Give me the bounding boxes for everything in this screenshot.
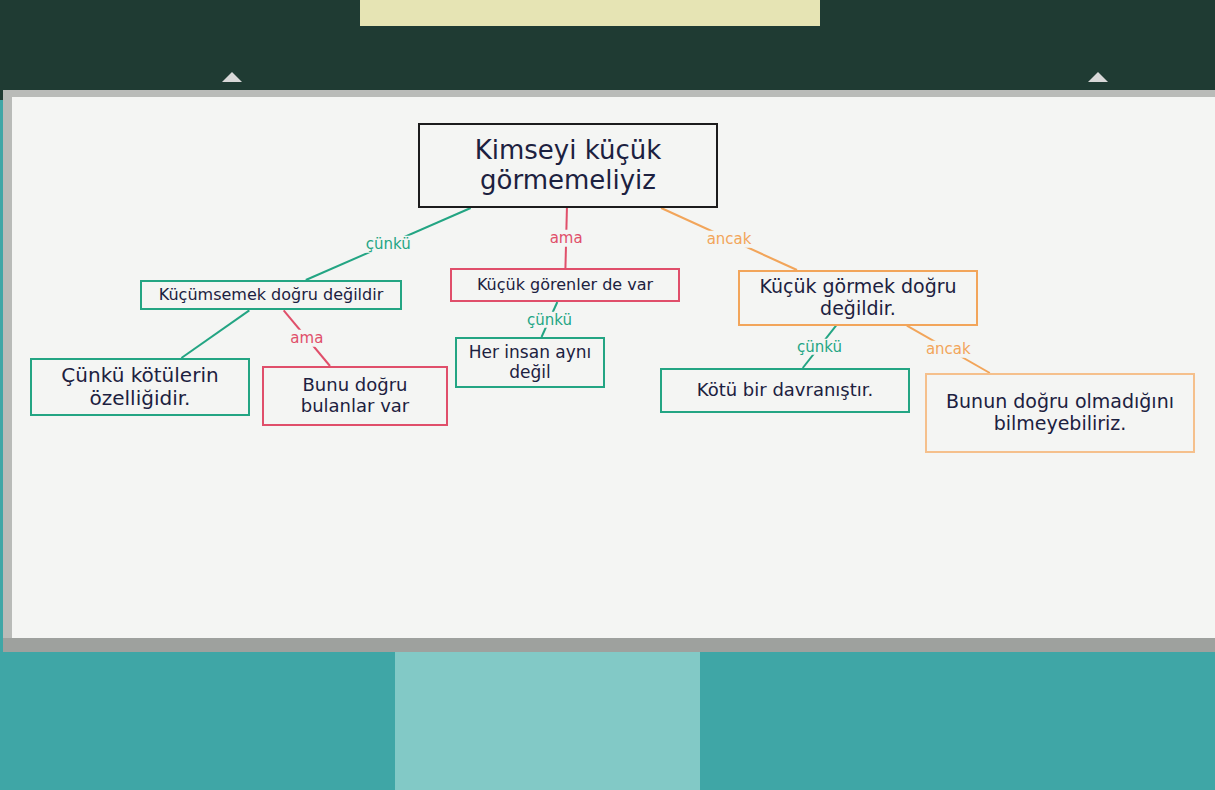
connector-label: ancak (704, 231, 755, 248)
whiteboard-frame (3, 90, 1215, 652)
node-text: Küçümsemek doğru değildir (159, 286, 383, 304)
connector-label: ancak (923, 341, 974, 358)
connector-label: çünkü (524, 311, 575, 328)
node-text: Her insan aynı değil (465, 343, 595, 382)
wall-panel (395, 652, 700, 790)
exception-box: Küçük görmek doğru değildir. (738, 270, 978, 326)
reason-box: Kötü bir davranıştır. (660, 368, 910, 413)
wall (0, 640, 1215, 790)
connector-line (181, 310, 249, 358)
reason-box: Çünkü kötülerin özelliğidir. (30, 358, 250, 416)
connector-line (284, 310, 330, 366)
connector-line (565, 208, 567, 268)
connector-label: ama (287, 330, 326, 347)
chalkboard (0, 0, 1215, 100)
connector-line (803, 326, 836, 368)
magnet (222, 72, 242, 82)
reason-box: Küçümsemek doğru değildir (140, 280, 402, 310)
paper-sheet (360, 0, 820, 26)
node-text: Kimseyi küçük görmemeliyiz (428, 136, 708, 196)
connector-line (542, 302, 558, 337)
node-text: Bunun doğru olmadığını bilmeyebiliriz. (935, 391, 1185, 435)
connector-line (907, 326, 990, 373)
node-text: Bunu doğru bulanlar var (272, 375, 438, 416)
magnet (1088, 72, 1108, 82)
node-text: Çünkü kötülerin özelliğidir. (40, 364, 240, 410)
connector-line (306, 208, 471, 280)
node-text: Küçük görenler de var (477, 276, 653, 294)
node-text: Küçük görmek doğru değildir. (748, 276, 968, 320)
whiteboard-tray (3, 638, 1215, 652)
reason-box: Her insan aynı değil (455, 337, 605, 388)
connector-label: çünkü (794, 339, 845, 356)
connector-label: çünkü (363, 236, 414, 253)
node-text: Kötü bir davranıştır. (697, 380, 874, 401)
connector-line (661, 208, 797, 270)
contrast-box: Küçük görenler de var (450, 268, 680, 302)
whiteboard-surface (12, 97, 1215, 642)
exception-box: Bunun doğru olmadığını bilmeyebiliriz. (925, 373, 1195, 453)
contrast-box: Bunu doğru bulanlar var (262, 366, 448, 426)
main-idea-box: Kimseyi küçük görmemeliyiz (418, 123, 718, 208)
connector-label: ama (547, 230, 586, 247)
